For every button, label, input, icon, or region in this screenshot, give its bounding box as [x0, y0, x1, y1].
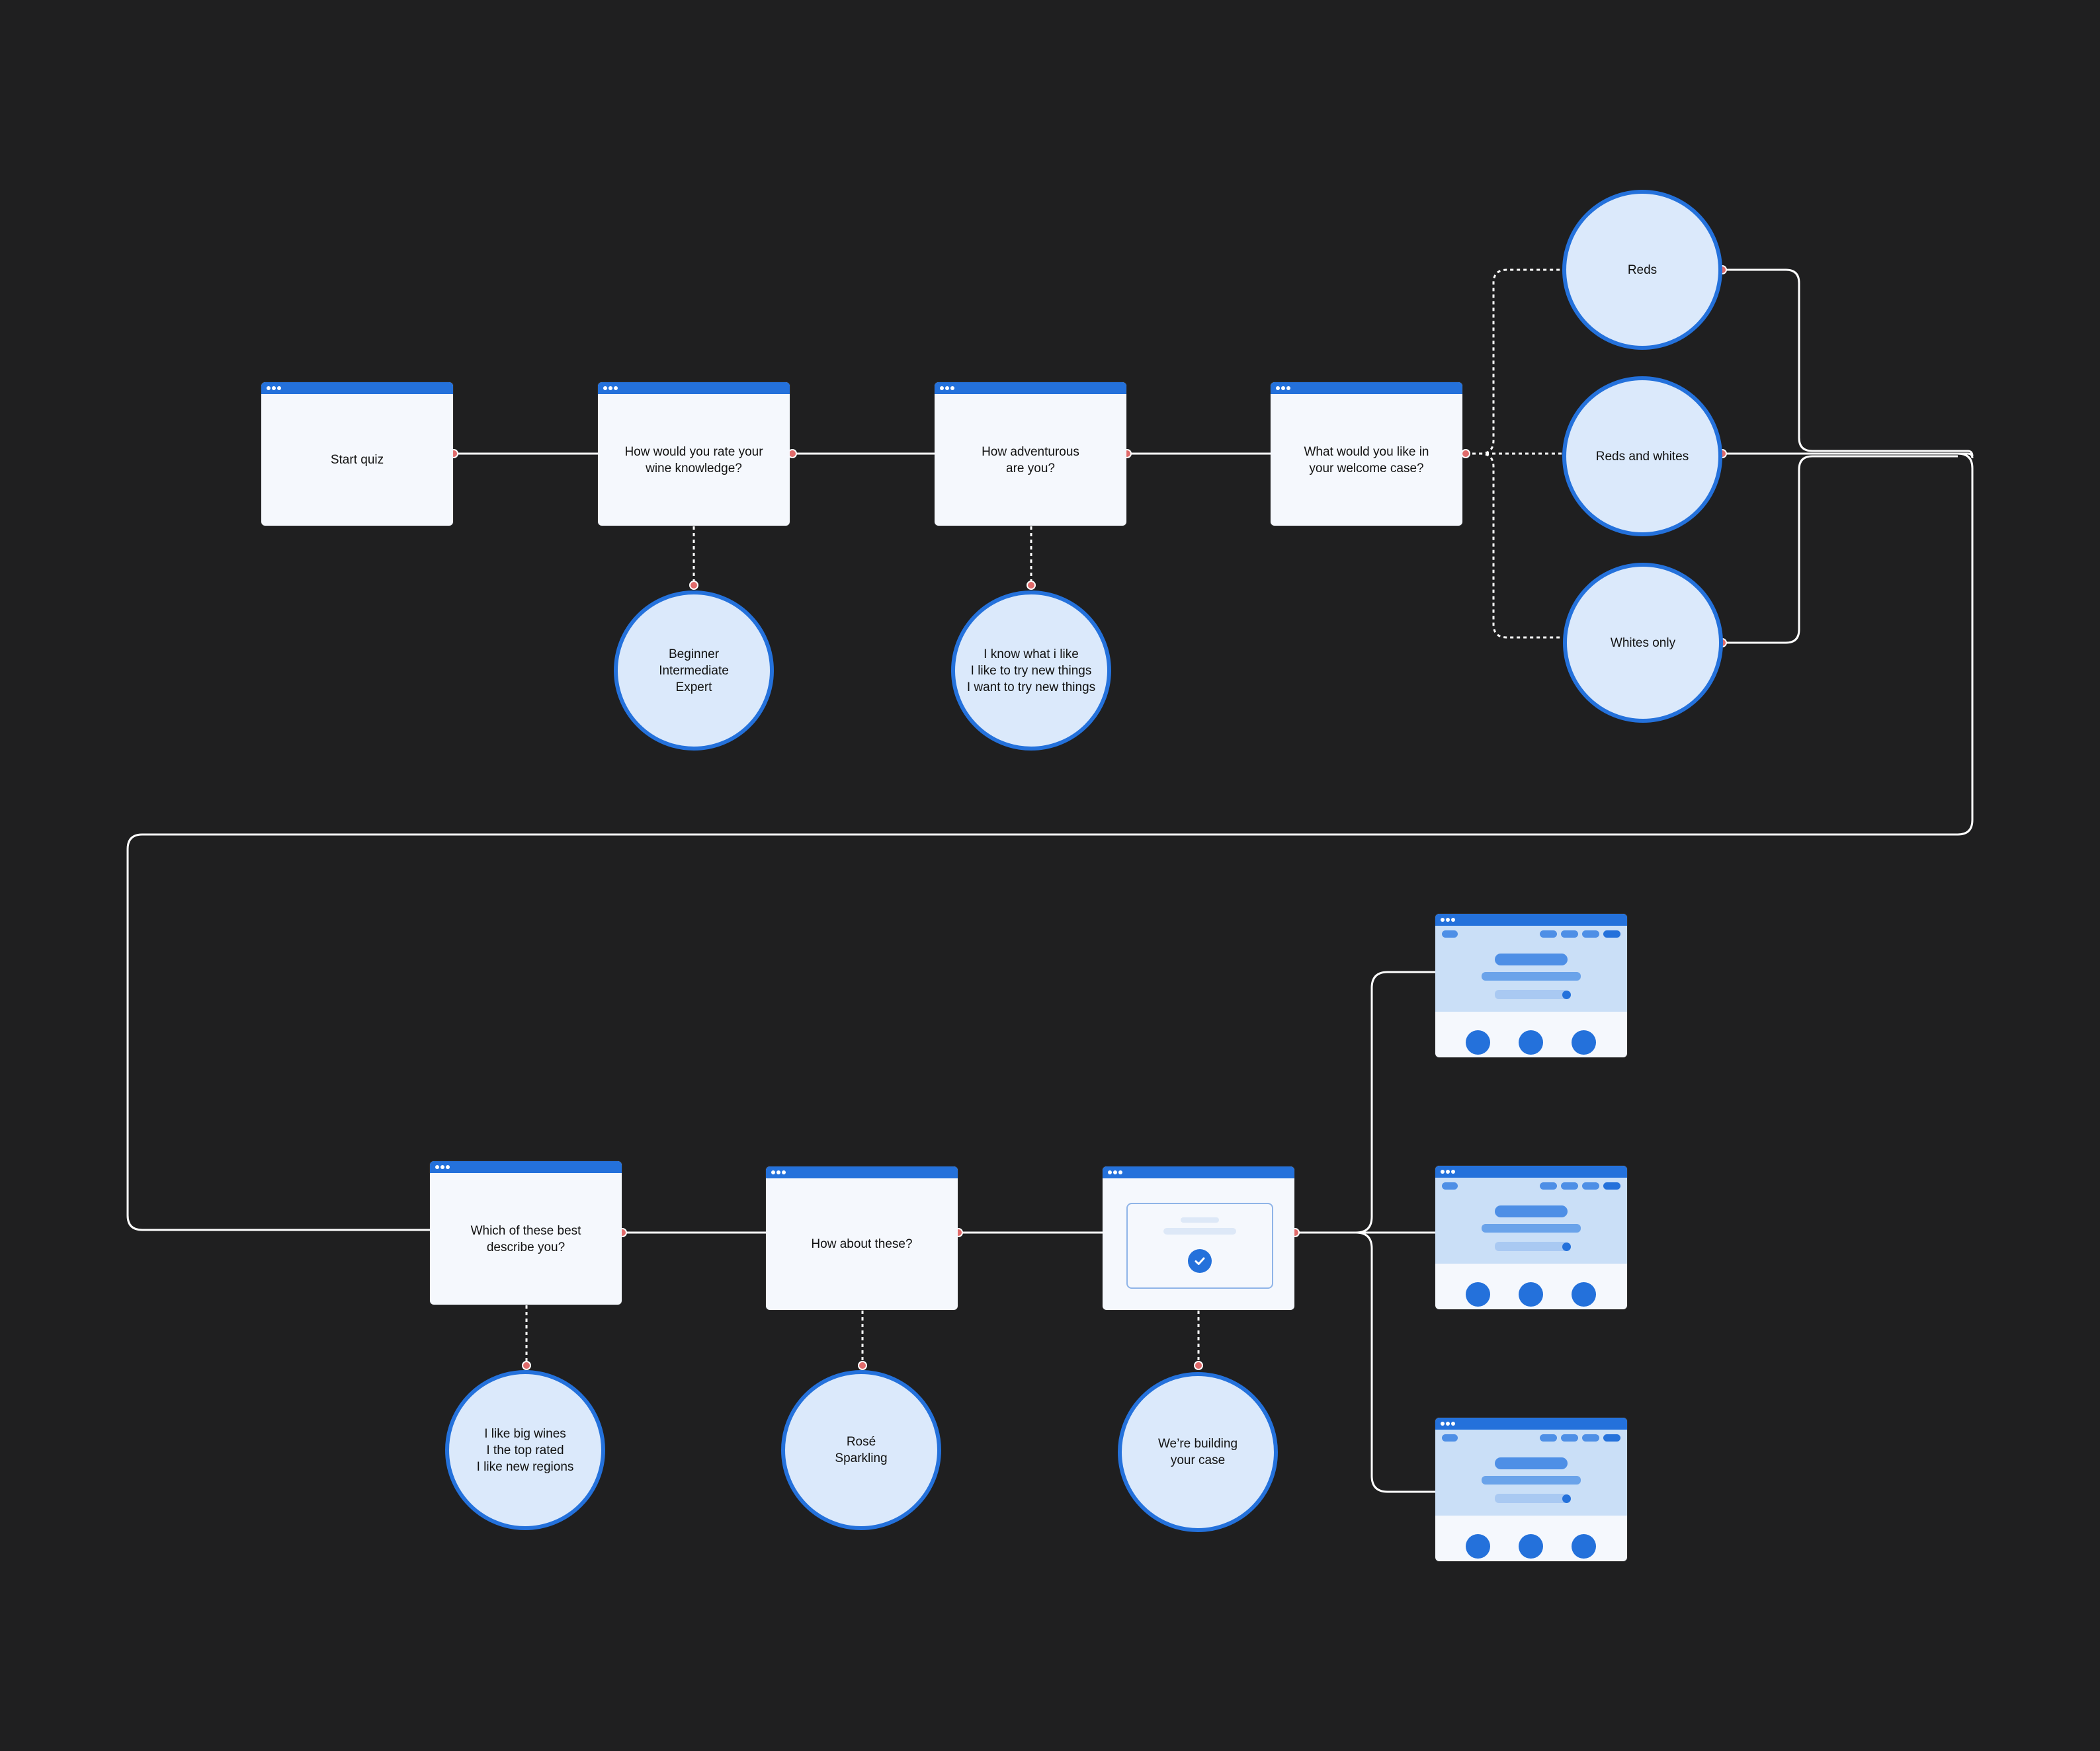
- port: [1027, 581, 1036, 590]
- product-circle: [1572, 1534, 1596, 1559]
- result-screen-3[interactable]: [1435, 1418, 1627, 1561]
- nav-placeholder: [1540, 1434, 1557, 1442]
- connector-welcome-to-whites: [1466, 452, 1563, 639]
- bubble-building-message[interactable]: We’re building your case: [1118, 1372, 1278, 1532]
- subheadline-placeholder: [1482, 972, 1581, 981]
- screen-adventurous[interactable]: How adventurous are you?: [935, 382, 1126, 526]
- bubble-reds[interactable]: Reds: [1562, 190, 1722, 350]
- window-bar: [935, 382, 1126, 394]
- hero-section: [1435, 1178, 1627, 1264]
- nav-placeholder: [1582, 1434, 1599, 1442]
- bubble-reds-and-whites[interactable]: Reds and whites: [1562, 376, 1722, 536]
- check-circle-icon: [1188, 1249, 1212, 1273]
- port: [689, 581, 698, 590]
- port: [1461, 449, 1470, 458]
- subheadline-placeholder: [1482, 1224, 1581, 1233]
- logo-placeholder: [1442, 1182, 1458, 1190]
- cta-dot: [1562, 1494, 1571, 1503]
- connector-building-to-result1: [1295, 971, 1435, 1234]
- screen-building-case[interactable]: [1103, 1166, 1294, 1310]
- nav-placeholder: [1540, 930, 1557, 938]
- connector-loop-to-row2: [126, 452, 1974, 1231]
- logo-placeholder: [1442, 1434, 1458, 1442]
- cta-placeholder: [1495, 1242, 1568, 1251]
- window-bar: [598, 382, 790, 394]
- connector-redswhites-to-merge: [1722, 452, 1974, 459]
- result-screen-1[interactable]: [1435, 914, 1627, 1057]
- product-circle: [1466, 1534, 1490, 1559]
- product-circle: [1519, 1030, 1543, 1055]
- screen-describe-you[interactable]: Which of these best describe you?: [430, 1161, 622, 1305]
- hero-section: [1435, 926, 1627, 1012]
- nav-placeholder: [1561, 1434, 1578, 1442]
- confirmation-modal: [1126, 1203, 1273, 1289]
- screen-label: How about these?: [811, 1237, 913, 1251]
- screen-welcome-case[interactable]: What would you like in your welcome case…: [1271, 382, 1462, 526]
- port: [1194, 1361, 1203, 1370]
- window-bar: [766, 1166, 958, 1178]
- cta-dot: [1562, 1242, 1571, 1251]
- bubble-extras-options[interactable]: Rosé Sparkling: [781, 1370, 941, 1530]
- port: [522, 1361, 531, 1370]
- screen-label: What would you like in your welcome case…: [1304, 444, 1429, 475]
- subheadline-placeholder: [1482, 1476, 1581, 1485]
- window-bar: [1435, 1166, 1627, 1178]
- screen-how-about-these[interactable]: How about these?: [766, 1166, 958, 1310]
- cta-placeholder: [1495, 990, 1568, 999]
- bubble-whites-only[interactable]: Whites only: [1563, 563, 1723, 723]
- nav-placeholder: [1603, 1434, 1620, 1442]
- nav-placeholder: [1561, 930, 1578, 938]
- product-circle: [1572, 1282, 1596, 1307]
- bubble-knowledge-options[interactable]: Beginner Intermediate Expert: [614, 590, 774, 751]
- headline-placeholder: [1495, 954, 1568, 965]
- screen-start-quiz[interactable]: Start quiz: [261, 382, 453, 526]
- window-bar: [1103, 1166, 1294, 1178]
- screen-label: Start quiz: [330, 453, 384, 467]
- connector-building-to-result3: [1295, 1231, 1435, 1493]
- nav-placeholder: [1603, 930, 1620, 938]
- product-circle: [1466, 1282, 1490, 1307]
- result-screen-2[interactable]: [1435, 1166, 1627, 1309]
- window-bar: [1271, 382, 1462, 394]
- nav-placeholder: [1561, 1182, 1578, 1190]
- cta-placeholder: [1495, 1494, 1568, 1503]
- screen-label: How adventurous are you?: [982, 444, 1079, 475]
- placeholder-line: [1163, 1228, 1236, 1235]
- window-bar: [1435, 1418, 1627, 1430]
- port: [858, 1361, 867, 1370]
- window-bar: [261, 382, 453, 394]
- hero-section: [1435, 1430, 1627, 1516]
- bubble-describe-options[interactable]: I like big wines I the top rated I like …: [445, 1370, 605, 1530]
- placeholder-line: [1181, 1217, 1219, 1223]
- screen-wine-knowledge[interactable]: How would you rate your wine knowledge?: [598, 382, 790, 526]
- screen-label: Which of these best describe you?: [470, 1223, 581, 1254]
- cta-dot: [1562, 991, 1571, 999]
- window-bar: [1435, 914, 1627, 926]
- connector-reds-to-merge: [1722, 268, 1974, 457]
- window-bar: [430, 1161, 622, 1173]
- nav-placeholder: [1582, 1182, 1599, 1190]
- connector-whites-to-merge: [1722, 455, 1958, 644]
- nav-placeholder: [1603, 1182, 1620, 1190]
- headline-placeholder: [1495, 1205, 1568, 1217]
- headline-placeholder: [1495, 1457, 1568, 1469]
- product-circle: [1519, 1282, 1543, 1307]
- connector-welcome-to-reds: [1466, 268, 1563, 455]
- product-circle: [1466, 1030, 1490, 1055]
- product-circle: [1519, 1534, 1543, 1559]
- product-circle: [1572, 1030, 1596, 1055]
- nav-placeholder: [1540, 1182, 1557, 1190]
- screen-label: How would you rate your wine knowledge?: [624, 444, 763, 475]
- bubble-adventurous-options[interactable]: I know what i like I like to try new thi…: [951, 590, 1111, 751]
- logo-placeholder: [1442, 930, 1458, 938]
- nav-placeholder: [1582, 930, 1599, 938]
